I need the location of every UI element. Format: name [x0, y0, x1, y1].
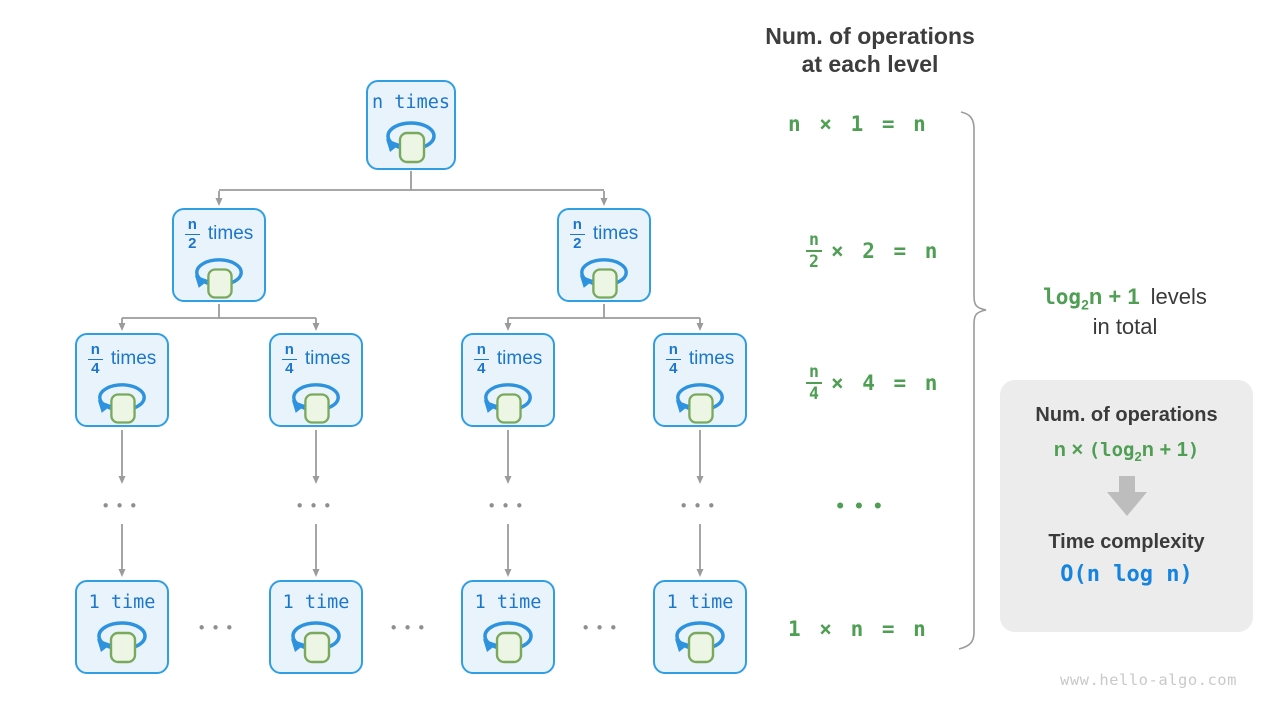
node-label: n 4 times — [281, 340, 351, 379]
time-complexity-label: Time complexity — [1048, 531, 1205, 553]
node-label: n times — [372, 91, 450, 113]
fraction: n 4 — [806, 362, 822, 404]
tree-node-n4-3: n 4 times — [461, 333, 555, 427]
ellipsis-dots: ••• — [197, 619, 239, 637]
summary-title: Num. of operations — [1035, 404, 1218, 426]
down-arrow-icon — [1106, 476, 1147, 516]
node-label: n 4 times — [665, 340, 735, 379]
summary-box: Num. of operations n × (log2n + 1) Time … — [1000, 380, 1253, 632]
loop-icon — [675, 382, 724, 424]
node-label: n 2 times — [184, 215, 254, 254]
equation-level4: 1 × n = n — [788, 617, 926, 641]
levels-word: levels — [1150, 284, 1207, 309]
node-label: 1 time — [474, 591, 542, 613]
tree-node-n2-right: n 2 times — [557, 208, 651, 302]
fraction: n 2 — [806, 230, 822, 272]
fraction: n 4 — [473, 341, 489, 377]
operations-formula: n × (log2n + 1) — [1053, 439, 1200, 464]
tree-node-1time-3: 1 time — [461, 580, 555, 674]
node-label-suffix: times — [592, 223, 639, 245]
equation-level3: n 4 × 4 = n — [806, 359, 937, 407]
ellipsis-dots: ••• — [581, 619, 623, 637]
node-label-suffix: times — [688, 348, 735, 370]
fraction: n 4 — [665, 341, 681, 377]
watermark: www.hello-algo.com — [1060, 671, 1237, 689]
ellipsis-dots: ••• — [679, 497, 721, 515]
node-label: 1 time — [282, 591, 350, 613]
loop-icon — [483, 621, 533, 664]
equation-level1: n × 1 = n — [788, 112, 926, 136]
tree-node-1time-4: 1 time — [653, 580, 747, 674]
tree-node-n4-1: n 4 times — [75, 333, 169, 427]
tree-node-1time-1: 1 time — [75, 580, 169, 674]
node-label: 1 time — [666, 591, 734, 613]
node-label-suffix: times — [496, 348, 543, 370]
tree-node-1time-2: 1 time — [269, 580, 363, 674]
node-label: 1 time — [88, 591, 156, 613]
tree-node-n4-2: n 4 times — [269, 333, 363, 427]
tree-connectors — [118, 171, 704, 577]
loop-icon — [579, 257, 628, 299]
fraction: n 2 — [184, 216, 200, 252]
connector-root — [219, 171, 604, 191]
node-label-suffix: times — [304, 348, 351, 370]
tree-node-root: n times — [366, 80, 456, 170]
ellipsis-dots: ••• — [389, 619, 431, 637]
tree-node-n2-left: n 2 times — [172, 208, 266, 302]
fraction: n 4 — [87, 341, 103, 377]
loop-icon — [291, 621, 341, 664]
fraction: n 4 — [281, 341, 297, 377]
equation-level2: n 2 × 2 = n — [806, 227, 937, 275]
levels-note-line2: in total — [1092, 314, 1158, 339]
loop-icon — [386, 121, 436, 164]
time-complexity-value: O(n log n) — [1060, 562, 1193, 587]
connector-l2-left — [122, 304, 316, 319]
loop-icon — [97, 621, 147, 664]
fraction: n 2 — [569, 216, 585, 252]
node-label-suffix: times — [110, 348, 157, 370]
curly-brace — [958, 111, 987, 650]
ellipsis-dots: ••• — [295, 497, 337, 515]
loop-icon — [97, 382, 146, 424]
connector-l2-right — [508, 304, 700, 319]
loop-icon — [483, 382, 532, 424]
tree-node-n4-4: n 4 times — [653, 333, 747, 427]
node-label: n 4 times — [473, 340, 543, 379]
loop-icon — [675, 621, 725, 664]
column-header-line1: Num. of operations — [765, 23, 975, 49]
ellipsis-dots: ••• — [487, 497, 529, 515]
node-label: n 4 times — [87, 340, 157, 379]
loop-icon — [291, 382, 340, 424]
loop-icon — [194, 257, 243, 299]
ellipsis-dots-green: ••• — [834, 497, 892, 517]
column-header-line2: at each level — [801, 51, 939, 77]
column-header: Num. of operations at each level — [760, 22, 980, 78]
ellipsis-dots: ••• — [101, 497, 143, 515]
node-label: n 2 times — [569, 215, 639, 254]
node-label-suffix: times — [207, 223, 254, 245]
